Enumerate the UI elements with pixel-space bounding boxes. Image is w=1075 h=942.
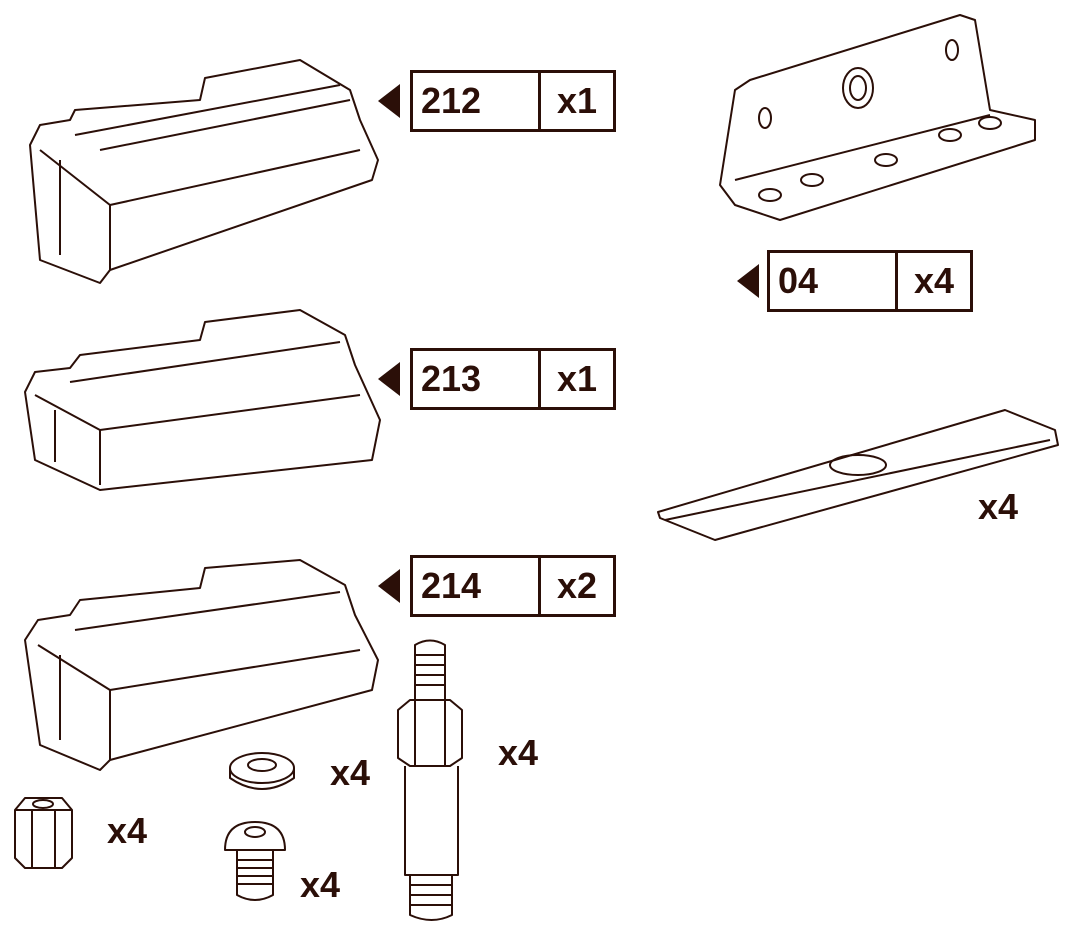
washer-drawing <box>229 752 295 790</box>
part-code: 212 <box>413 73 541 129</box>
part-label-213: 213 x1 <box>410 348 616 410</box>
part-quantity: x2 <box>556 565 598 606</box>
stud-drawing <box>397 639 463 921</box>
bracket-drawing <box>719 14 1036 221</box>
plate-drawing <box>657 409 1059 541</box>
part-quantity: x1 <box>556 358 598 399</box>
part-label-212: 212 x1 <box>410 70 616 132</box>
part-code: 04 <box>770 253 898 309</box>
bolt-drawing <box>224 821 286 901</box>
pointer-arrow-icon <box>378 569 400 603</box>
nut-quantity: x4 <box>107 810 148 851</box>
foot-pad-212-drawing <box>29 59 379 284</box>
nut-drawing <box>14 797 73 869</box>
foot-pad-213-drawing <box>24 309 381 491</box>
washer-quantity: x4 <box>330 752 371 793</box>
part-label-214: 214 x2 <box>410 555 616 617</box>
part-code: 213 <box>413 351 541 407</box>
foot-pad-214-drawing <box>24 559 379 771</box>
stud-quantity: x4 <box>498 732 539 773</box>
part-quantity: x1 <box>556 80 598 121</box>
part-label-04: 04 x4 <box>767 250 973 312</box>
pointer-arrow-icon <box>378 84 400 118</box>
plate-quantity: x4 <box>978 486 1019 527</box>
pointer-arrow-icon <box>737 264 759 298</box>
pointer-arrow-icon <box>378 362 400 396</box>
bolt-quantity: x4 <box>300 864 341 905</box>
part-quantity: x4 <box>913 260 955 301</box>
part-code: 214 <box>413 558 541 614</box>
